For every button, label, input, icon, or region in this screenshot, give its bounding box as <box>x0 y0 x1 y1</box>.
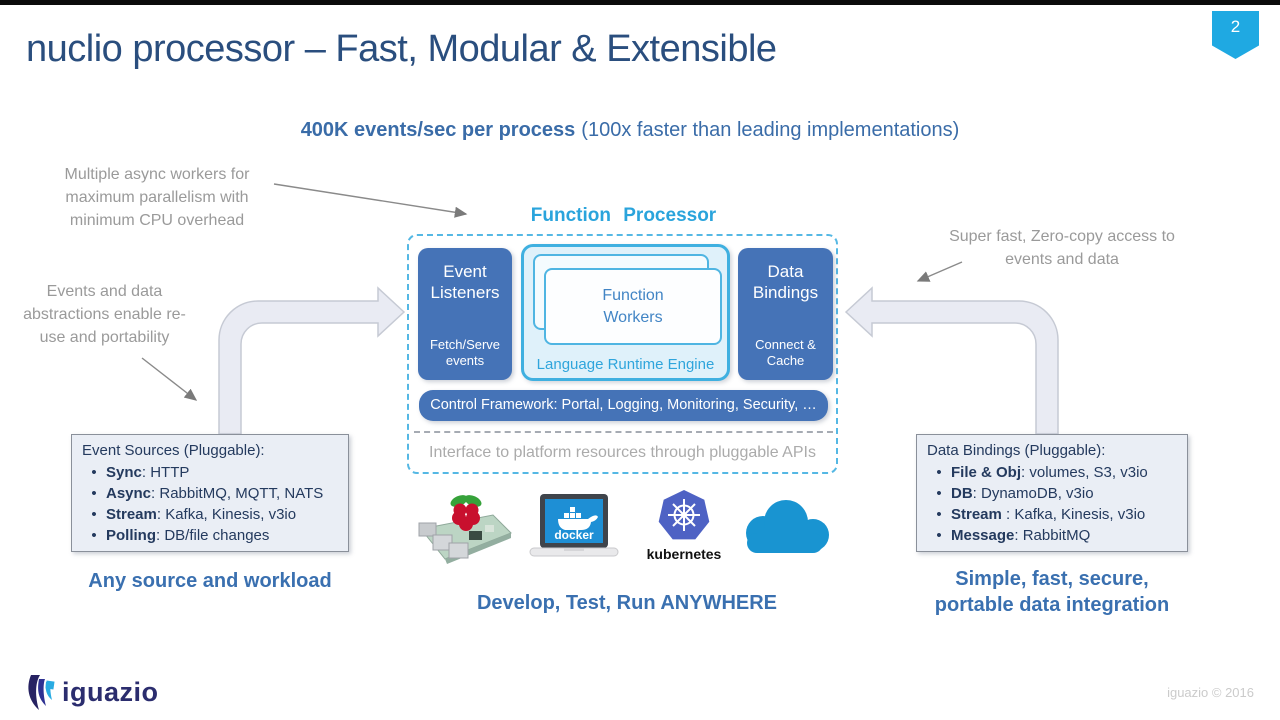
list-item: •DB: DynamoDB, v3io <box>927 483 1177 504</box>
function-processor-container <box>407 234 838 474</box>
function-workers-label: Function Workers <box>602 286 664 326</box>
event-sources-header: Event Sources (Pluggable): <box>82 442 265 459</box>
event-sources-list: •Sync: HTTP •Async: RabbitMQ, MQTT, NATS… <box>82 462 338 546</box>
bullet-icon: • <box>91 464 97 481</box>
top-bar <box>0 0 1280 5</box>
annotation-abstractions: Events and data abstractions enable re-u… <box>23 283 186 346</box>
caption-simple-fast: Simple, fast, secure, portable data inte… <box>934 568 1170 616</box>
copyright-text: iguazio © 2016 <box>1167 685 1254 700</box>
control-framework-bar: Control Framework: Portal, Logging, Moni… <box>419 390 828 421</box>
iguazio-logo-icon <box>28 675 55 710</box>
event-listeners-title: Event Listeners <box>430 262 500 302</box>
event-listeners-sub: Fetch/Serve events <box>429 337 501 368</box>
list-item: •Message: RabbitMQ <box>927 525 1177 546</box>
bullet-icon: • <box>91 485 97 502</box>
svg-text:kubernetes: kubernetes <box>647 546 722 562</box>
bullet-icon: • <box>91 506 97 523</box>
event-sources-panel: Event Sources (Pluggable): •Sync: HTTP •… <box>71 434 349 552</box>
data-bindings-panel: Data Bindings (Pluggable): •File & Obj: … <box>916 434 1188 552</box>
bullet-icon: • <box>936 485 942 502</box>
slide-title: nuclio processor – Fast, Modular & Exten… <box>26 28 777 70</box>
bullet-icon: • <box>936 506 942 523</box>
pipe-arrow-right <box>844 286 1059 435</box>
docker-icon: docker <box>529 494 619 557</box>
bullet-icon: • <box>936 527 942 544</box>
pointer-arrow-sources <box>141 357 198 401</box>
worker-card-front: Function Workers <box>544 268 722 345</box>
data-bindings-title: Data Bindings <box>752 262 819 302</box>
page-number: 2 <box>1230 17 1241 36</box>
bullet-icon: • <box>936 464 942 481</box>
list-item: •Async: RabbitMQ, MQTT, NATS <box>82 483 338 504</box>
interface-note: Interface to platform resources through … <box>429 444 816 461</box>
raspberry-pi-icon <box>418 495 512 564</box>
cloud-icon <box>746 500 829 553</box>
event-listeners-box: Event Listeners Fetch/Serve events <box>418 248 512 380</box>
subtitle: 400K events/sec per process(100x faster … <box>0 119 1260 142</box>
data-bindings-list: •File & Obj: volumes, S3, v3io •DB: Dyna… <box>927 462 1177 546</box>
data-bindings-sub: Connect & Cache <box>755 337 816 368</box>
runtime-engine-label: Language Runtime Engine <box>536 356 715 373</box>
dashed-separator <box>414 431 833 433</box>
annotation-zero-copy: Super fast, Zero-copy access to events a… <box>949 228 1175 268</box>
data-bindings-box: Data Bindings Connect & Cache <box>738 248 833 380</box>
svg-text:docker: docker <box>554 528 594 542</box>
subtitle-rest: (100x faster than leading implementation… <box>581 119 960 141</box>
list-item: •Sync: HTTP <box>82 462 338 483</box>
iguazio-logo: iguazio <box>24 670 159 714</box>
data-bindings-header: Data Bindings (Pluggable): <box>927 442 1106 459</box>
caption-any-source: Any source and workload <box>88 570 332 592</box>
kubernetes-icon: kubernetes <box>647 490 722 562</box>
iguazio-logo-text: iguazio <box>62 676 159 707</box>
pipe-arrow-left <box>218 286 406 435</box>
annotation-async-workers: Multiple async workers for maximum paral… <box>64 166 250 229</box>
function-processor-heading: Function Processor <box>530 205 717 226</box>
pointer-arrow-zero-copy <box>916 261 963 282</box>
list-item: •Stream: Kafka, Kinesis, v3io <box>82 504 338 525</box>
pointer-arrow-workers <box>273 183 468 218</box>
runtime-engine-box: Function Workers Language Runtime Engine <box>521 244 730 381</box>
subtitle-bold: 400K events/sec per process <box>300 119 576 141</box>
bullet-icon: • <box>91 527 97 544</box>
list-item: •File & Obj: volumes, S3, v3io <box>927 462 1177 483</box>
caption-develop-anywhere: Develop, Test, Run ANYWHERE <box>476 592 778 614</box>
list-item: •Stream : Kafka, Kinesis, v3io <box>927 504 1177 525</box>
list-item: •Polling: DB/file changes <box>82 525 338 546</box>
